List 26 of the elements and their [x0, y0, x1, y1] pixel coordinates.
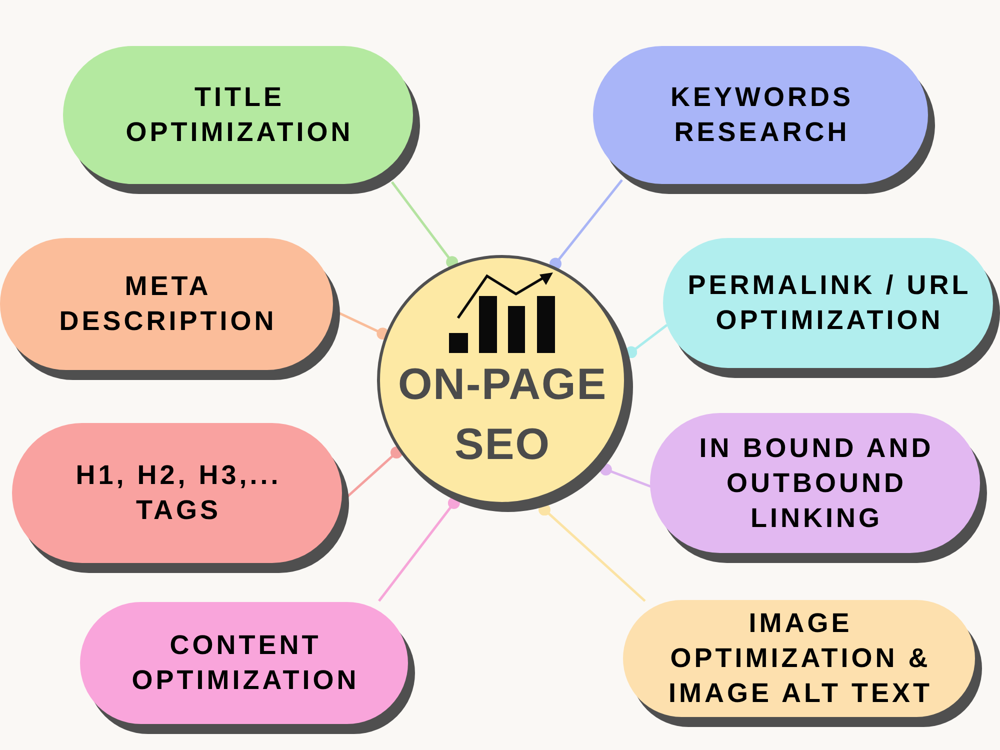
- pill-label: KEYWORDS RESEARCH: [669, 81, 854, 149]
- connector-line: [538, 504, 646, 602]
- rounded-pill: [12, 423, 349, 573]
- hub-title: ON-PAGE SEO: [396, 359, 608, 471]
- connector-line: [550, 179, 623, 270]
- pill-label: CONTENT OPTIMIZATION: [130, 629, 360, 697]
- pill-label: IN BOUND AND OUTBOUND LINKING: [698, 432, 935, 534]
- rounded-pill: [80, 602, 415, 734]
- rounded-pill: [593, 46, 935, 194]
- rounded-pill: [663, 238, 1000, 378]
- hub-circle: [377, 255, 633, 512]
- pill-label: META DESCRIPTION: [58, 270, 278, 338]
- connector-line: [391, 181, 458, 268]
- pill-label: H1, H2, H3,... TAGS: [74, 459, 282, 527]
- connector-line: [346, 446, 402, 498]
- rounded-pill: [0, 238, 340, 380]
- connector-line: [625, 324, 668, 358]
- pill-label: TITLE OPTIMIZATION: [124, 81, 354, 149]
- pill-label: PERMALINK / URL OPTIMIZATION: [686, 269, 972, 337]
- rounded-pill: [650, 413, 987, 563]
- connector-line: [378, 497, 460, 602]
- connector-line: [600, 464, 652, 488]
- rounded-pill: [63, 46, 420, 194]
- connector-line: [338, 312, 389, 340]
- rounded-pill: [623, 600, 982, 727]
- pill-label: IMAGE OPTIMIZATION & IMAGE ALT TEXT: [668, 607, 934, 710]
